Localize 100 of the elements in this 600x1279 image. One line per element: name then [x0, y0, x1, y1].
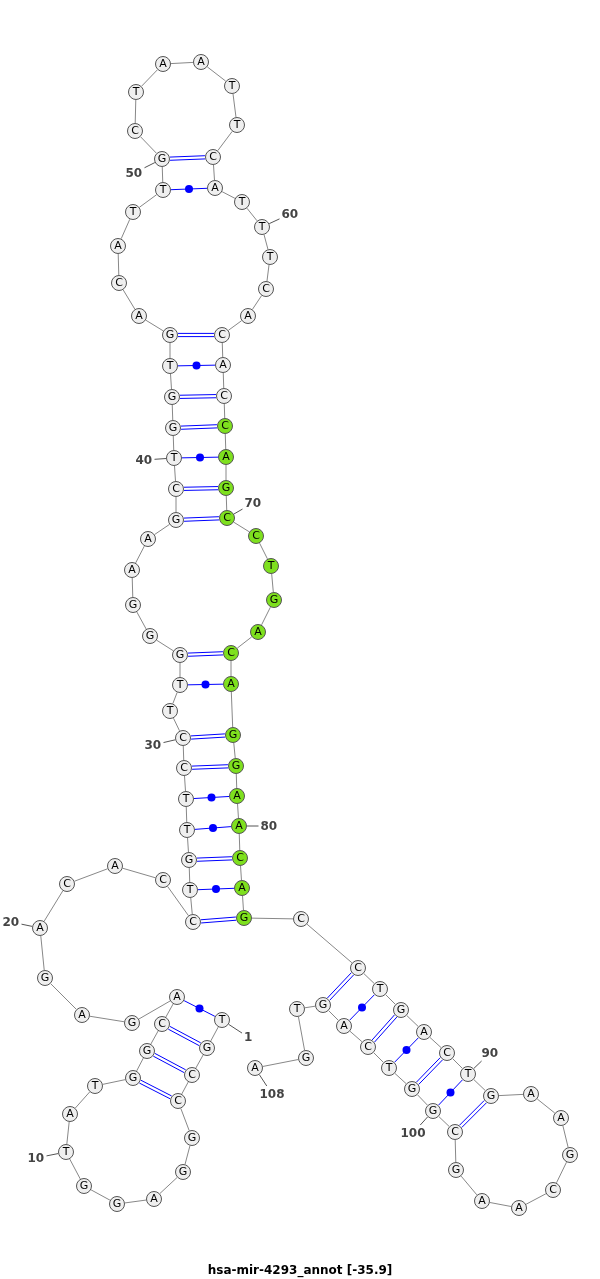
nucleotide-circle: G: [165, 420, 181, 436]
nucleotide-circle: C: [170, 1093, 186, 1109]
backbone-line: [304, 1005, 316, 1009]
leader-line: [228, 1023, 243, 1034]
backbone-line: [117, 253, 120, 276]
backbone-line: [74, 868, 108, 882]
nucleotide-circle: C: [360, 1039, 376, 1055]
backbone-line: [120, 218, 131, 240]
nucleotide-circle: T: [262, 249, 278, 265]
nucleotide-circle: G: [228, 758, 244, 774]
position-number: 60: [281, 207, 299, 221]
base-pair-line: [193, 795, 230, 800]
backbone-line: [138, 1000, 171, 1020]
nucleotide-circle: A: [218, 449, 234, 465]
backbone-line: [223, 403, 226, 419]
nucleotide-circle: C: [232, 850, 248, 866]
nucleotide-circle: C: [175, 730, 191, 746]
base-pair-line: [177, 364, 216, 367]
backbone-line: [562, 1125, 569, 1148]
nucleotide-circle: A: [215, 357, 231, 373]
backbone-line: [406, 1015, 419, 1027]
nucleotide-circle: C: [350, 960, 366, 976]
nucleotide-circle: C: [217, 418, 233, 434]
backbone-line: [242, 895, 244, 911]
nucleotide-circle: G: [184, 1130, 200, 1146]
nucleotide-circle: T: [87, 1078, 103, 1094]
backbone-line: [271, 573, 274, 593]
backbone-line: [165, 1003, 174, 1018]
nucleotide-circle: A: [474, 1193, 490, 1209]
nucleotide-circle: T: [372, 981, 388, 997]
nucleotide-circle: C: [59, 876, 75, 892]
nucleotide-circle: A: [110, 238, 126, 254]
backbone-line: [154, 524, 170, 535]
base-pair-line: [181, 456, 219, 459]
backbone-line: [122, 289, 136, 310]
backbone-line: [238, 833, 241, 851]
leader-line: [258, 1074, 268, 1087]
backbone-line: [266, 264, 270, 282]
nucleotide-circle: C: [127, 123, 143, 139]
backbone-line: [221, 342, 224, 358]
position-number: 108: [259, 1087, 285, 1101]
base-pair-line: [169, 155, 206, 161]
backbone-line: [454, 1139, 457, 1163]
base-pair-line: [167, 1025, 202, 1047]
backbone-line: [385, 994, 396, 1005]
base-pair-line: [138, 1079, 173, 1100]
backbone-line: [213, 164, 215, 181]
nucleotide-circle: G: [404, 1081, 420, 1097]
backbone-line: [134, 99, 137, 124]
backbone-line: [159, 1176, 178, 1195]
nucleotide-circle: A: [511, 1200, 527, 1216]
nucleotide-circle: G: [298, 1050, 314, 1066]
nucleotide-circle: T: [179, 822, 195, 838]
backbone-line: [161, 166, 164, 183]
nucleotide-circle: A: [32, 920, 48, 936]
nucleotide-circle: C: [184, 1067, 200, 1083]
leader-line: [473, 1060, 483, 1069]
nucleotide-circle: A: [247, 1060, 263, 1076]
nucleotide-circle: A: [207, 180, 223, 196]
backbone-line: [145, 319, 164, 332]
backbone-line: [122, 867, 156, 879]
backbone-line: [169, 342, 171, 359]
backbone-line: [263, 234, 269, 250]
nucleotide-circle: G: [125, 597, 141, 613]
nucleotide-circle: A: [193, 54, 209, 70]
nucleotide-circle: G: [315, 997, 331, 1013]
base-pair-line: [459, 1100, 487, 1128]
backbone-line: [181, 1081, 189, 1095]
backbone-line: [172, 717, 181, 732]
backbone-line: [136, 1057, 144, 1072]
backbone-line: [373, 1052, 384, 1063]
backbone-line: [306, 923, 353, 964]
backbone-line: [489, 1202, 512, 1207]
base-pair-line: [187, 683, 224, 686]
nucleotide-circle: A: [240, 308, 256, 324]
nucleotide-circle: A: [74, 1007, 90, 1023]
leader-line: [46, 1153, 59, 1157]
backbone-line: [394, 1072, 407, 1085]
backbone-line: [246, 207, 258, 222]
backbone-line: [156, 639, 174, 652]
backbone-line: [473, 1079, 486, 1091]
backbone-line: [297, 1016, 306, 1051]
nucleotide-circle: T: [460, 1066, 476, 1082]
backbone-line: [43, 890, 64, 922]
backbone-line: [233, 521, 250, 533]
backbone-line: [225, 464, 227, 481]
backbone-line: [138, 194, 158, 208]
position-number: 100: [400, 1126, 426, 1140]
nucleotide-circle: T: [178, 791, 194, 807]
backbone-line: [251, 917, 294, 920]
nucleotide-circle: G: [236, 910, 252, 926]
backbone-line: [460, 1175, 478, 1196]
backbone-line: [206, 66, 227, 82]
base-pair-line: [170, 187, 208, 191]
nucleotide-circle: A: [124, 562, 140, 578]
base-pair-line: [200, 916, 237, 924]
nucleotide-circle: T: [166, 450, 182, 466]
position-number: 80: [260, 819, 278, 833]
leader-line: [419, 1116, 429, 1126]
base-pair-line: [190, 733, 226, 740]
